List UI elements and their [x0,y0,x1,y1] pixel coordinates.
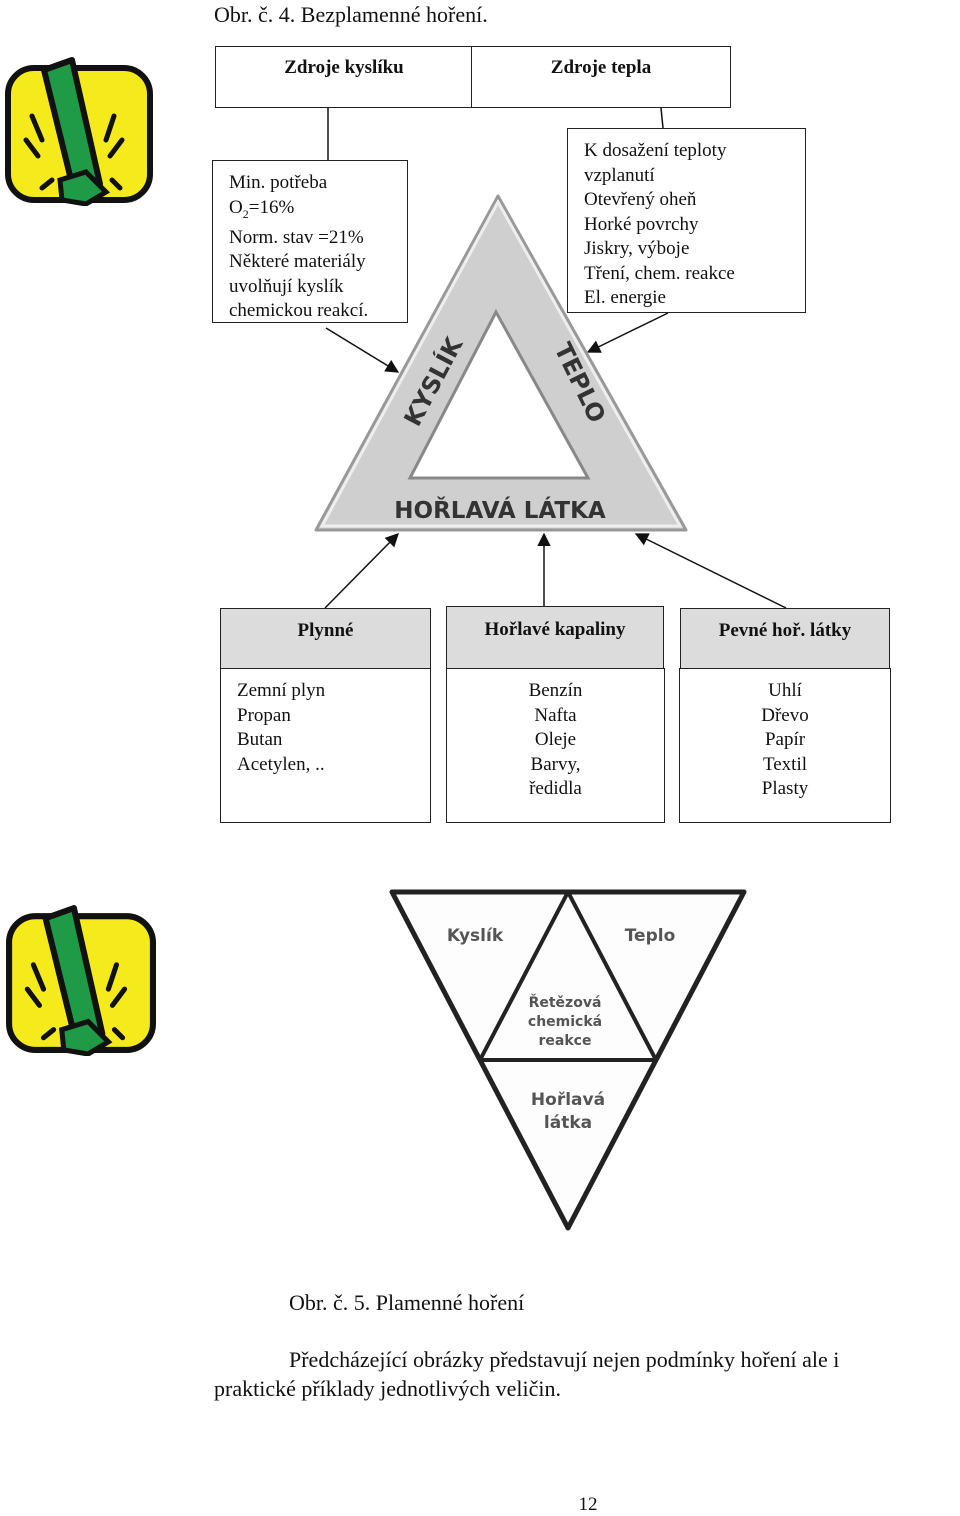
paragraph-line-2: praktické příklady jednotlivých veličin. [214,1376,562,1401]
oxygen-line: chemickou reakcí. [229,300,369,322]
oxygen-line: Některé materiály [229,251,366,273]
tetra-label-center-1: Řetězová [529,994,602,1011]
triangle-label-horlava-latka: HOŘLAVÁ LÁTKA [394,496,606,524]
list-item: Butan [237,729,283,750]
column-header-liquids: Hořlavé kapaliny [446,606,664,670]
column-liquids-list: Benzín Nafta Oleje Barvy, ředidla [446,668,665,823]
figure-4-caption: Obr. č. 4. Bezplamenné hoření. [214,2,488,27]
header-oxygen-label: Zdroje kyslíku [284,57,404,78]
fire-triangle: KYSLÍK TEPLO HOŘLAVÁ LÁTKA [314,194,688,532]
column-solids-list: Uhlí Dřevo Papír Textil Plasty [679,668,891,823]
oxygen-line: Min. potřeba [229,172,328,193]
list-item: Plasty [761,778,809,799]
oxygen-sources-box: Min. potřeba O2=16% Norm. stav =21% Někt… [212,160,408,323]
list-item: ředidla [529,778,582,799]
list-item: Benzín [528,680,583,701]
heat-line: Otevřený oheň [584,189,697,210]
tetra-label-kyslik: Kyslík [447,926,504,946]
heat-line: Horké povrchy [584,213,699,235]
list-item: Zemní plyn [237,680,326,701]
tetra-label-bottom-2: látka [544,1113,592,1133]
header-heat-sources: Zdroje tepla [471,46,731,108]
list-item: Papír [764,729,806,750]
header-oxygen-sources: Zdroje kyslíku [215,46,473,108]
fire-triangle-diagram: KYSLÍK TEPLO HOŘLAVÁ LÁTKA [314,107,787,609]
heat-line: vzplanutí [584,164,655,186]
list-item: Acetylen, .. [237,753,325,775]
oxygen-line: uvolňují kyslík [229,275,344,297]
list-item: Oleje [534,729,577,750]
list-item: Textil [762,753,808,775]
tetra-label-center-2: chemická [528,1014,602,1030]
figure-5-caption: Obr. č. 5. Plamenné hoření [289,1290,525,1315]
tetra-label-teplo: Teplo [625,926,676,946]
list-item: Nafta [534,704,577,726]
heat-line: El. energie [584,287,666,308]
tetra-label-bottom-1: Hořlavá [531,1090,605,1110]
oxygen-o2-line: O2=16% [229,196,295,221]
list-item: Barvy, [530,753,581,775]
warning-exclamation-icon [5,57,153,206]
heat-sources-box: K dosažení teploty vzplanutí Otevřený oh… [567,128,806,313]
header-heat-label: Zdroje tepla [550,57,652,78]
paragraph-line-1: Předcházející obrázky představují nejen … [289,1347,840,1372]
heat-line: K dosažení teploty [584,140,727,161]
warning-exclamation-icon [6,905,156,1056]
list-item: Dřevo [761,704,809,726]
page-number: 12 [578,1494,598,1515]
column-header-solids: Pevné hoř. látky [680,608,890,670]
column-gases-list: Zemní plyn Propan Butan Acetylen, .. [220,668,431,823]
list-item: Uhlí [768,680,802,701]
fire-tetrahedron-diagram: Kyslík Teplo Řetězová chemická reakce Ho… [389,889,747,1231]
tetra-label-center-3: reakce [539,1033,592,1049]
oxygen-line: Norm. stav =21% [229,226,364,248]
column-header-gases: Plynné [220,608,431,670]
heat-line: Tření, chem. reakce [584,262,735,284]
heat-line: Jiskry, výboje [584,238,690,259]
list-item: Propan [237,704,291,726]
